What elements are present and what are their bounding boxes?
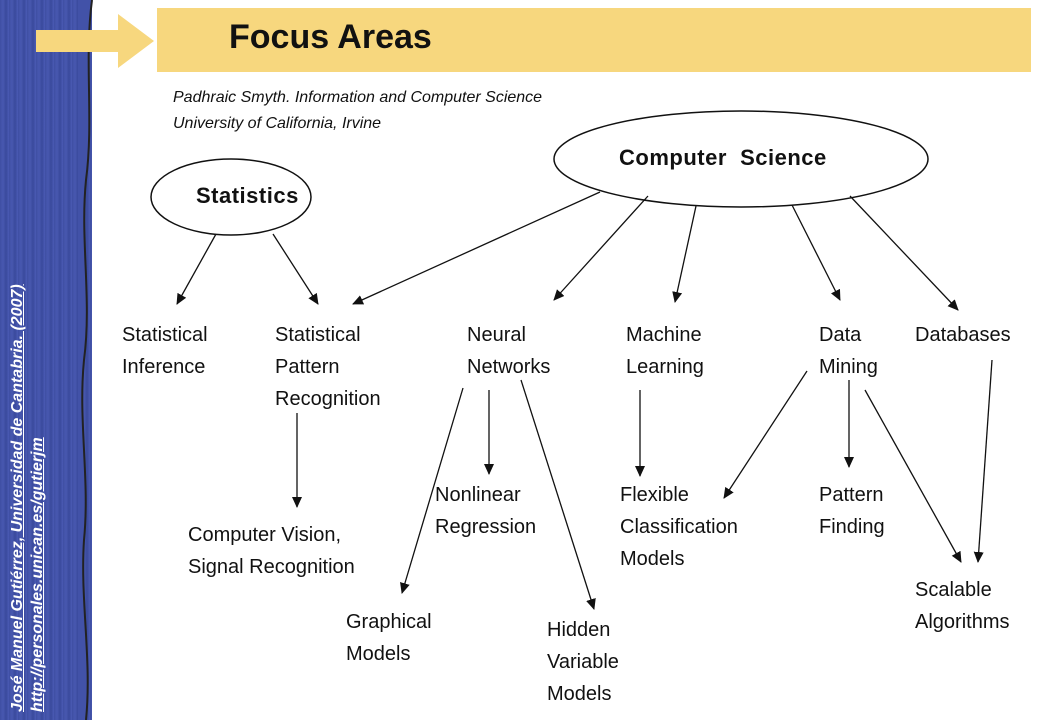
sidebar-band: José Manuel Gutiérrez, Universidad de Ca… [0, 0, 92, 720]
edge-cs-neural [553, 195, 649, 301]
node-statistical-pattern-recognition: Statistical Pattern Recognition [275, 324, 381, 410]
node-databases: Databases [915, 324, 1011, 346]
page-title: Focus Areas [229, 18, 432, 56]
edge-statistics-inference [176, 233, 217, 305]
statistics-ellipse [150, 158, 312, 236]
edge-cs-datamining [791, 204, 841, 301]
edge-datamining-scalable [864, 389, 962, 563]
node-graphical-models: Graphical Models [346, 611, 432, 665]
arrow-right-icon [36, 14, 154, 68]
edge-datamining-flexible [723, 370, 808, 499]
edge-neural-hidden [520, 379, 596, 610]
node-scalable-algorithms: Scalable Algorithms [915, 579, 1010, 633]
edge-databases-scalable [973, 359, 993, 563]
node-hidden-variable-models: Hidden Variable Models [547, 619, 619, 705]
statistics-label: Statistics [196, 183, 299, 208]
node-flexible-classification: Flexible Classification Models [620, 484, 738, 570]
node-statistical-inference: Statistical Inference [122, 324, 208, 378]
edge-neural-graphical [400, 387, 464, 594]
node-machine-learning: Machine Learning [626, 324, 704, 378]
node-nonlinear-regression: Nonlinear Regression [435, 484, 537, 538]
title-bar: Focus Areas [157, 8, 1031, 72]
computer-science-ellipse [553, 110, 929, 208]
node-pattern-finding: Pattern Finding [819, 484, 885, 538]
computer-science-label: Computer Science [619, 145, 827, 170]
node-computer-vision: Computer Vision, Signal Recognition [188, 524, 355, 578]
node-neural-networks: Neural Networks [467, 324, 551, 378]
edge-cs-pattern [352, 191, 601, 305]
edge-statistics-pattern [272, 233, 319, 305]
node-data-mining: Data Mining [819, 324, 878, 378]
credit-line-1: Padhraic Smyth. Information and Computer… [173, 89, 543, 106]
edge-cs-databases [849, 195, 959, 311]
sidebar-torn-edge [78, 0, 93, 720]
edge-cs-machine [672, 205, 697, 303]
credit-line-2: University of California, Irvine [173, 115, 382, 132]
